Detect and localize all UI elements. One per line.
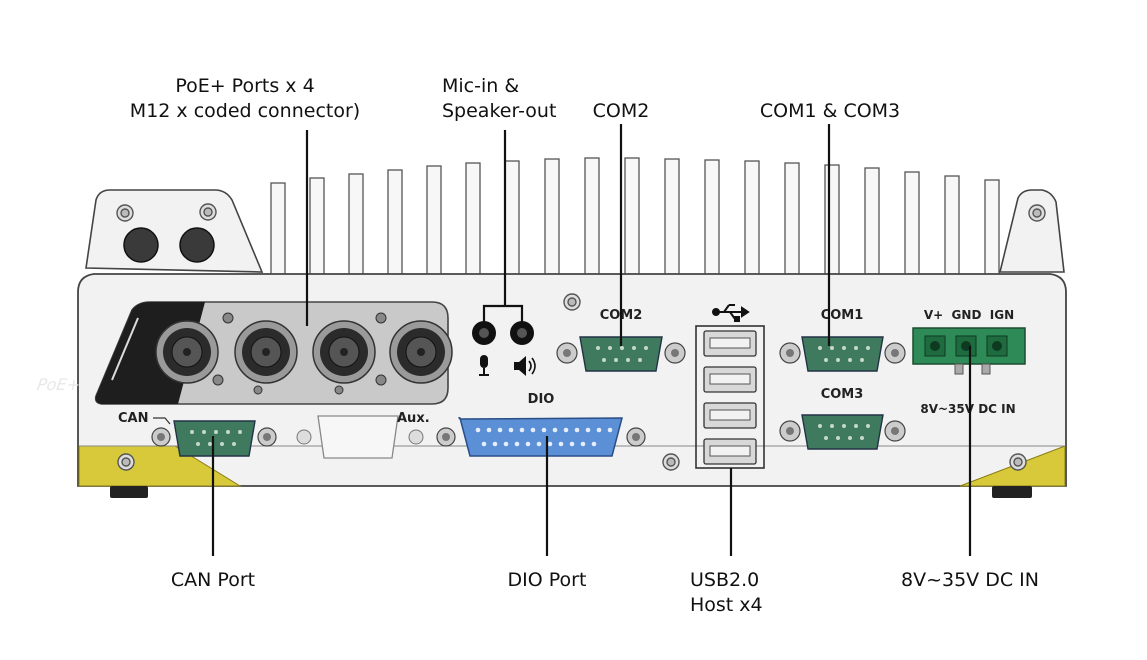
speaker-icon [514, 356, 536, 376]
usb-icon [712, 304, 750, 322]
panel-label-dio: DIO [528, 392, 555, 407]
callout-poe-ports: PoE+ Ports x 4 M12 x coded connector) [110, 74, 380, 124]
speaker-out-jack[interactable] [510, 321, 534, 345]
callout-usb-line1: USB2.0 [690, 569, 760, 591]
poe-port-4[interactable] [389, 320, 453, 384]
can-port[interactable] [151, 420, 277, 457]
heatsink-fins [270, 157, 1000, 276]
callout-usb-line2: Host x4 [690, 594, 763, 616]
microphone-icon [479, 355, 489, 376]
dio-port[interactable] [436, 416, 646, 457]
foot-left [110, 486, 148, 498]
bracket-screws [116, 203, 1046, 471]
callout-mic-line1: Mic-in & [442, 75, 520, 97]
callout-com1-com3: COM1 & COM3 [759, 100, 901, 122]
left-mount-bracket [85, 189, 264, 273]
usb-port-4[interactable] [703, 438, 757, 465]
poe-plate-screws [212, 312, 387, 395]
foot-right [992, 486, 1032, 498]
usb-port-3[interactable] [703, 402, 757, 429]
panel-label-com1: COM1 [821, 308, 864, 323]
poe-port-2[interactable] [234, 320, 298, 384]
panel-label-com3: COM3 [821, 387, 864, 402]
callout-mic-speaker: Mic-in & Speaker-out [442, 74, 556, 124]
panel-label-can: CAN [118, 411, 148, 426]
callout-dc-in: 8V~35V DC IN [901, 569, 1039, 591]
callout-poe-ports-line2: M12 x coded connector) [129, 100, 361, 122]
leader-lines [211, 124, 972, 556]
panel-label-dc-range: 8V~35V DC IN [920, 402, 1015, 416]
callout-mic-line2: Speaker-out [442, 100, 557, 122]
callout-can-port: CAN Port [170, 569, 256, 591]
com1-port[interactable] [779, 336, 906, 372]
antenna-holes [123, 227, 215, 263]
panel-label-power-pins: V+ GND IGN [924, 308, 1014, 322]
poe-port-1[interactable] [155, 320, 219, 384]
com3-port[interactable] [779, 414, 906, 450]
callout-dio-port: DIO Port [507, 569, 587, 591]
mic-in-jack[interactable] [472, 321, 496, 345]
right-mount-bracket [998, 189, 1065, 273]
poe-logo: PoE+ [36, 375, 82, 394]
callout-poe-ports-line1: PoE+ Ports x 4 [175, 75, 315, 97]
callout-usb: USB2.0 Host x4 [690, 568, 763, 618]
usb-port-2[interactable] [703, 366, 757, 393]
com2-port[interactable] [556, 336, 686, 372]
callout-com2: COM2 [592, 100, 650, 122]
usb-port-1[interactable] [703, 330, 757, 357]
panel-label-aux: Aux. [397, 411, 430, 426]
aux-port-cutout [296, 415, 424, 459]
poe-port-3[interactable] [312, 320, 376, 384]
